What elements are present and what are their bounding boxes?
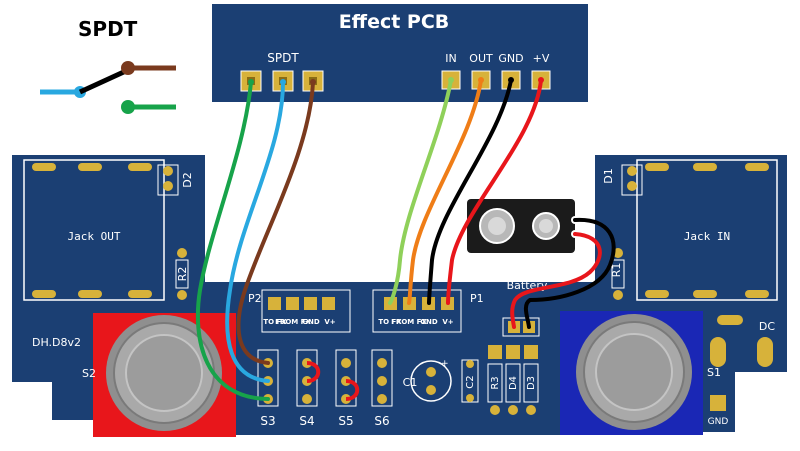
p2-label-from-fx: FROM FX [275, 318, 311, 326]
s3-label: S3 [260, 414, 275, 428]
effect-pcb-title: Effect PCB [339, 11, 450, 33]
p2-label-gnd: GND [302, 318, 320, 326]
p1-label-v: V+ [442, 318, 453, 326]
s1-label: S1 [707, 366, 721, 379]
d3-label: D3 [526, 376, 537, 390]
c2-label: C2 [465, 375, 476, 388]
s5-label: S5 [338, 414, 353, 428]
svg-text:+: + [441, 359, 449, 369]
wire-spdt-brown [236, 80, 315, 365]
gnd-pad [710, 395, 726, 411]
wire-gnd [427, 78, 513, 305]
wire-battery-red [510, 232, 602, 329]
s4-label: S4 [299, 414, 314, 428]
s6-label: S6 [374, 414, 389, 428]
s4-pads: S4 [296, 349, 321, 428]
p1-label-from-fx: FROM FX [391, 318, 427, 326]
board-id-label: DH.D8v2 [32, 336, 81, 349]
wire-battery-black [523, 217, 616, 329]
spdt-legend: SPDT [40, 17, 176, 114]
r1-label: R1 [610, 263, 623, 278]
effect-pin-label-in: IN [445, 52, 456, 65]
footswitch-right: S1 [560, 311, 721, 435]
dc-jack: DC [710, 315, 775, 367]
wire-spdt-green [195, 80, 270, 401]
p2-label-v: V+ [324, 318, 335, 326]
d1-label: D1 [602, 168, 615, 183]
p2-label-to-fx: TO FX [263, 318, 287, 326]
r3-label: R3 [490, 376, 501, 389]
s6-pads: S6 [371, 349, 393, 428]
wire-in [388, 78, 453, 305]
s3-pads: S3 [257, 349, 279, 428]
p1-label-gnd: GND [420, 318, 438, 326]
spdt-legend-common-arm [78, 67, 130, 95]
s5-pads: S5 [335, 349, 360, 428]
p2-header: P2 TO FX FROM FX GND V+ [248, 289, 351, 333]
p1-label-to-fx: TO FX [378, 318, 402, 326]
wire-out [407, 78, 483, 305]
jack-in-label: Jack IN [684, 230, 730, 243]
spdt-legend-title: SPDT [78, 17, 138, 41]
effect-pin-label-out: OUT [469, 52, 493, 65]
d2-label: D2 [181, 172, 194, 187]
s2-label: S2 [82, 367, 96, 380]
dc-label: DC [759, 320, 775, 333]
p1-label: P1 [470, 292, 484, 305]
r2-label: R2 [176, 267, 189, 282]
c1: + C1 [403, 359, 452, 402]
gnd-label: GND [708, 417, 729, 427]
p2-label: P2 [248, 292, 262, 305]
effect-pin-label-v: +V [533, 52, 550, 65]
effect-pcb-spdt-label: SPDT [267, 51, 299, 65]
jack-in: Jack IN [636, 159, 778, 301]
jack-out-label: Jack OUT [68, 230, 121, 243]
wire-spdt-blue [225, 80, 285, 383]
jack-out: Jack OUT [23, 159, 165, 301]
effect-pcb: Effect PCB SPDT IN OUT GND +V [212, 4, 588, 102]
effect-pin-label-gnd: GND [498, 52, 523, 65]
battery-snap [467, 199, 579, 253]
d2-outline [157, 164, 179, 196]
wire-v [446, 78, 543, 305]
d4-label: D4 [508, 376, 519, 390]
c1-label: C1 [403, 376, 418, 389]
